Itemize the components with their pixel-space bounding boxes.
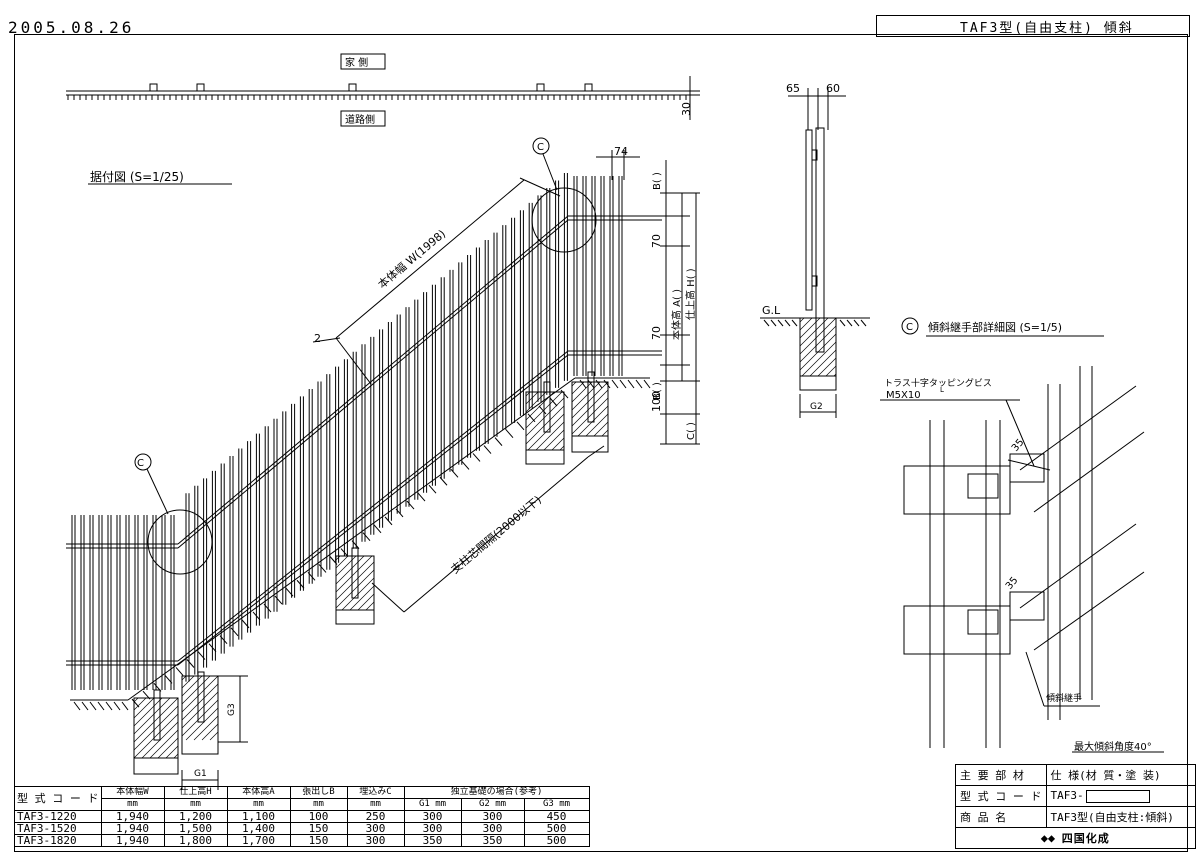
company-cell: ◆◆ 四国化成: [955, 827, 1196, 849]
road-side-label: 道路側: [345, 113, 375, 126]
material-value: 仕 様(材 質・塗 装): [1045, 764, 1196, 786]
dim-65: 65: [786, 82, 800, 95]
dim-35-top: 35: [1010, 437, 1027, 454]
finish-height-label: 仕上高 H( ): [684, 268, 697, 320]
col-a: 本体高A: [226, 786, 291, 799]
col-g1: G1 mm: [403, 798, 462, 811]
label-b-top: B( ): [652, 172, 663, 190]
unit-h: mm: [163, 798, 228, 811]
label-g2: G2: [810, 402, 823, 412]
label-g3: G3: [227, 703, 237, 716]
house-side-label: 家 側: [345, 56, 368, 69]
table-row: TAF3-1820 1,940 1,800 1,700 150 300 350 …: [14, 834, 590, 847]
post-interval-label: 支柱芯間隔(2000以下): [448, 493, 544, 577]
company-name: 四国化成: [1061, 832, 1110, 845]
col-code: 型 式 コ ー ド: [14, 786, 102, 811]
body-width-label: 本体幅 W(1998): [375, 227, 448, 292]
col-w: 本体幅W: [100, 786, 165, 799]
installation-view: [66, 137, 700, 790]
code-value: TAF3-: [1050, 789, 1084, 803]
plan-pickets: [67, 95, 687, 100]
flat-panel-pickets: [71, 515, 175, 690]
unit-c: mm: [346, 798, 405, 811]
detail-view: [880, 317, 1145, 748]
col-b: 張出しB: [289, 786, 348, 799]
callout-c-detail: C: [906, 322, 913, 333]
ground-hatch: [73, 379, 651, 711]
col-g2: G2 mm: [460, 798, 525, 811]
dim-74: 74: [614, 145, 628, 158]
spec-table: 型 式 コ ー ド 本体幅W 仕上高H 本体高A 張出しB 埋込みC 独立基礎の…: [14, 786, 590, 847]
unit-a: mm: [226, 798, 291, 811]
col-foundation: 独立基礎の場合(参考): [403, 786, 590, 799]
label-b-bottom: B( ): [652, 382, 663, 400]
company-logo-icon: ◆◆: [1040, 831, 1056, 845]
code-cell: TAF3-: [1045, 785, 1196, 807]
unit-b: mm: [289, 798, 348, 811]
plan-view: [66, 53, 700, 127]
screw-size: M5X10: [886, 390, 921, 401]
detail-title: 傾斜継手部詳細図 (S=1/5): [928, 320, 1062, 334]
screw-name: トラス十字タッピングビス: [884, 377, 992, 389]
dim-35-bottom: 35: [1004, 575, 1021, 592]
drawing-date: 2005.08.26: [8, 18, 135, 37]
col-g3: G3 mm: [523, 798, 590, 811]
drawing-title: TAF3型(自由支柱) 傾斜: [960, 21, 1134, 36]
col-h: 仕上高H: [163, 786, 228, 799]
product-value: TAF3型(自由支柱:傾斜): [1045, 806, 1196, 828]
callout-c-left: C: [137, 458, 144, 469]
foundation-blocks: [133, 371, 609, 775]
label-g1: G1: [194, 769, 207, 779]
drawing-frame: [14, 34, 1188, 852]
material-label: 主 要 部 材: [955, 764, 1047, 786]
slope-panel-pickets: [185, 173, 568, 682]
table-row: TAF3-1520 1,940 1,500 1,400 150 300 300 …: [14, 822, 590, 835]
col-c: 埋込みC: [346, 786, 405, 799]
code-input-box: [1085, 789, 1150, 803]
screw-size-sup: L: [940, 386, 944, 394]
side-view: [760, 88, 870, 418]
table-row: TAF3-1220 1,940 1,200 1,100 100 250 300 …: [14, 810, 590, 823]
title-block: 主 要 部 材 仕 様(材 質・塗 装) 型 式 コ ー ド TAF3- 商 品…: [955, 764, 1196, 849]
right-panel-pickets: [573, 176, 623, 376]
dim-30: 30: [680, 102, 693, 116]
installation-title: 据付図 (S=1/25): [90, 170, 184, 184]
max-angle-label: 最大傾斜角度40°: [1074, 740, 1152, 753]
dim-2: 2: [314, 332, 321, 345]
dim-70-bottom: 70: [650, 326, 663, 340]
dim-60: 60: [826, 82, 840, 95]
label-c: C( ): [686, 422, 697, 440]
callout-c-right: C: [537, 142, 544, 153]
gl-label: G.L: [762, 304, 781, 317]
product-label: 商 品 名: [955, 806, 1047, 828]
code-label: 型 式 コ ー ド: [955, 785, 1047, 807]
title-box: [876, 15, 1190, 37]
unit-w: mm: [100, 798, 165, 811]
side-foundation-hatch: [763, 317, 867, 377]
body-height-label: 本体高 A( ): [670, 289, 683, 340]
joint-label: 傾斜継手: [1046, 692, 1082, 704]
dim-100: 100: [650, 391, 663, 412]
dim-70-top: 70: [650, 234, 663, 248]
